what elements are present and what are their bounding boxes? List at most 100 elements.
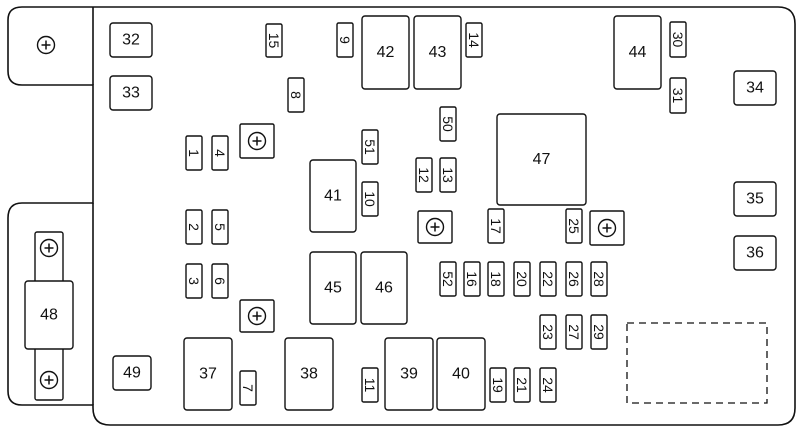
fuse-4: 4 [211, 135, 229, 171]
fuse-44: 44 [613, 15, 662, 90]
fuse-30-body [669, 21, 687, 58]
fuse-4-label: 4 [212, 149, 228, 157]
fuse-3-body [185, 263, 203, 299]
fuse-36-label: 36 [746, 245, 764, 262]
fuse-33: 33 [109, 75, 153, 111]
fuse-52-body [439, 261, 457, 297]
fuse-27-label: 27 [566, 324, 582, 340]
fuse-46-body [360, 251, 408, 325]
fuse-30: 30 [669, 21, 687, 58]
fuse-21-label: 21 [514, 377, 530, 393]
fuse-43: 43 [413, 15, 462, 90]
fuse-1: 1 [185, 135, 203, 171]
fuse-10-body [361, 181, 379, 217]
fuse-6-label: 6 [212, 277, 228, 285]
fuse-26-body [565, 261, 583, 297]
fuse-37: 37 [183, 337, 233, 411]
fuse-37-body [183, 337, 233, 411]
fuse-43-body [413, 15, 462, 90]
fuse-42: 42 [361, 15, 410, 90]
fuse-34-label: 34 [746, 80, 764, 97]
fuse-45-body [309, 251, 357, 325]
fuse-3: 3 [185, 263, 203, 299]
fuse-34: 34 [733, 70, 777, 106]
fuse-31: 31 [669, 77, 687, 114]
fuse-49: 49 [112, 355, 152, 391]
fuse-24: 24 [539, 367, 557, 403]
fuse-2-label: 2 [186, 223, 202, 231]
plus-circle-icon [239, 123, 275, 159]
fuse-11-body [361, 367, 379, 403]
plus-circle-icon [589, 210, 625, 246]
fuse-44-label: 44 [629, 44, 647, 61]
fuse-10-label: 10 [362, 191, 378, 207]
fuse-40: 40 [436, 337, 486, 411]
fuse-32: 32 [109, 22, 153, 58]
stud-layer [36, 35, 625, 390]
fuse-51-body [361, 129, 379, 165]
fuse-12-body [415, 157, 433, 193]
plus-circle-icon [39, 238, 59, 258]
fuse-27-body [565, 314, 583, 350]
fuse-19-label: 19 [490, 377, 506, 393]
fuse-46-label: 46 [375, 280, 393, 297]
fuse-40-body [436, 337, 486, 411]
fuse-42-body [361, 15, 410, 90]
fuse-20-body [513, 261, 531, 297]
fuse-31-label: 31 [670, 88, 686, 104]
fuse-1-label: 1 [186, 149, 202, 157]
fuse-31-body [669, 77, 687, 114]
fuse-10: 10 [361, 181, 379, 217]
fuse-2: 2 [185, 209, 203, 245]
fuse-23-body [539, 314, 557, 350]
fuse-13-body [439, 157, 457, 193]
fuse-14-body [465, 22, 483, 58]
fuse-1-body [185, 135, 203, 171]
fuse-9-label: 9 [337, 36, 353, 44]
fuse-5-label: 5 [212, 223, 228, 231]
fuse-16-body [463, 261, 481, 297]
fuse-28-label: 28 [591, 271, 607, 287]
fuse-32-body [109, 22, 153, 58]
fuse-33-label: 33 [122, 85, 140, 102]
fuse-29-body [590, 314, 608, 350]
fuse-38: 38 [284, 337, 334, 411]
fuse-41: 41 [309, 159, 357, 233]
fuse-28-body [590, 261, 608, 297]
fuse-36-body [733, 235, 777, 271]
fuse-43-label: 43 [429, 44, 447, 61]
fuse-2-body [185, 209, 203, 245]
fuse-32-label: 32 [122, 32, 140, 49]
fuse-52-label: 52 [440, 271, 456, 287]
fuse-17-label: 17 [488, 218, 504, 234]
fuse-15-label: 15 [266, 33, 282, 49]
fuse-48-label: 48 [40, 307, 58, 324]
fuse-48-body [24, 280, 74, 350]
fuse-7-body [239, 370, 257, 406]
fuse-5-body [211, 209, 229, 245]
plus-circle-icon [39, 370, 59, 390]
fuse-22: 22 [539, 261, 557, 297]
fuse-12-label: 12 [416, 167, 432, 183]
fuse-21: 21 [513, 367, 531, 403]
fuse-15-body [265, 23, 283, 58]
fuse-12: 12 [415, 157, 433, 193]
fuse-11-label: 11 [362, 378, 378, 393]
fuse-25: 25 [565, 208, 583, 244]
fuse-48: 48 [24, 280, 74, 350]
fuse-20: 20 [513, 261, 531, 297]
fuse-15: 15 [265, 23, 283, 58]
fuse-50-body [439, 106, 457, 142]
fuse-17: 17 [487, 208, 505, 244]
fuse-49-body [112, 355, 152, 391]
fuse-8-label: 8 [288, 91, 304, 99]
fuse-9-body [336, 22, 354, 58]
fuse-3-label: 3 [186, 277, 202, 285]
plus-circle-icon [36, 35, 56, 55]
fuse-51-label: 51 [362, 139, 378, 155]
fuse-45: 45 [309, 251, 357, 325]
fuse-47-label: 47 [533, 151, 551, 168]
fuse-50: 50 [439, 106, 457, 142]
